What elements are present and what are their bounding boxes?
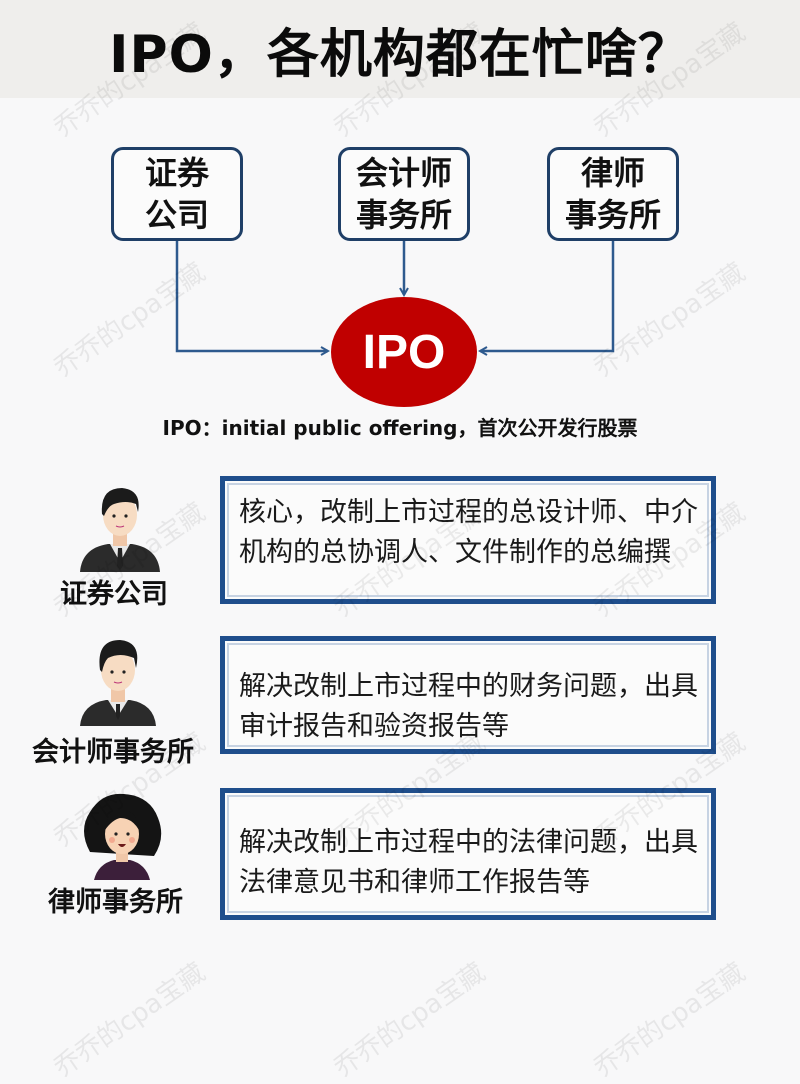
page-title: IPO，各机构都在忙啥？	[109, 24, 691, 85]
org-box-accounting: 会计师事务所	[338, 147, 470, 241]
female-avatar-icon	[84, 793, 162, 880]
ipo-label: IPO	[362, 325, 446, 379]
role-description: 核心，改制上市过程的总设计师、中介机构的总协调人、文件制作的总编撰	[239, 497, 698, 568]
org-label: 事务所	[355, 196, 452, 234]
org-label: 事务所	[564, 196, 661, 234]
watermark-text: 乔乔的cpa宝藏	[588, 957, 751, 1084]
male-avatar-icon	[80, 488, 160, 572]
watermark-text: 乔乔的cpa宝藏	[588, 257, 751, 384]
org-box-law: 律师事务所	[547, 147, 679, 241]
role-description: 解决改制上市过程中的财务问题，出具审计报告和验资报告等	[239, 671, 698, 742]
role-label-securities: 证券公司	[60, 579, 168, 610]
role-label-accounting: 会计师事务所	[32, 737, 194, 768]
org-label: 会计师	[355, 154, 452, 192]
desc-box-securities: 核心，改制上市过程的总设计师、中介机构的总协调人、文件制作的总编撰	[220, 476, 716, 604]
role-label-law: 律师事务所	[48, 887, 183, 918]
org-label: 公司	[144, 196, 209, 234]
male-avatar-icon	[80, 640, 156, 726]
org-label: 律师	[580, 154, 645, 192]
desc-box-law: 解决改制上市过程中的法律问题，出具法律意见书和律师工作报告等	[220, 788, 716, 920]
ipo-ellipse: IPO	[331, 297, 477, 407]
desc-box-accounting: 解决改制上市过程中的财务问题，出具审计报告和验资报告等	[220, 636, 716, 754]
watermark-text: 乔乔的cpa宝藏	[48, 257, 211, 384]
org-label: 证券	[144, 154, 209, 192]
org-box-securities: 证券公司	[111, 147, 243, 241]
watermark-text: 乔乔的cpa宝藏	[328, 957, 491, 1084]
watermark-text: 乔乔的cpa宝藏	[48, 957, 211, 1084]
header: IPO，各机构都在忙啥？	[0, 0, 800, 98]
role-description: 解决改制上市过程中的法律问题，出具法律意见书和律师工作报告等	[239, 827, 698, 898]
ipo-caption: IPO：initial public offering，首次公开发行股票	[162, 416, 638, 440]
